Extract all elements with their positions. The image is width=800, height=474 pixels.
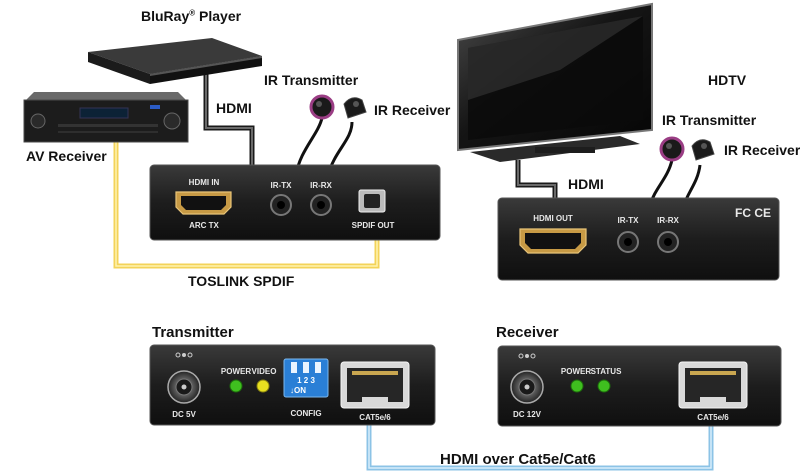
ir-rx-port-label: IR-RX: [657, 216, 679, 225]
spdif-out-port-label: SPDIF OUT: [351, 221, 395, 230]
hdtv-device: [457, 2, 653, 162]
tx-dc-label: DC 5V: [172, 410, 196, 419]
rx-power-led-label: POWER: [560, 367, 592, 376]
hdmi-in-port-label: HDMI IN: [188, 178, 220, 187]
ir-transmitter-label-right: IR Transmitter: [662, 112, 757, 128]
status-led-icon: [597, 379, 611, 393]
rx-cat-label: CAT5e/6: [697, 413, 729, 422]
bluray-player-label: BluRay® Player: [141, 8, 242, 24]
receiver-back-panel: [497, 345, 782, 427]
hdmi-label-right: HDMI: [568, 176, 604, 192]
rx-status-led-label: STATUS: [590, 367, 622, 376]
receiver-label: Receiver: [496, 324, 559, 341]
av-receiver-device: [23, 92, 189, 143]
rx-dc-label: DC 12V: [512, 410, 542, 419]
arc-tx-port-label: ARC TX: [189, 221, 219, 230]
dip-switch-on-label: ↓ON: [290, 386, 306, 395]
hdmi-port-icon: [519, 228, 587, 254]
ir-receiver-eye-right: [691, 139, 715, 161]
dc-power-jack-icon: [167, 352, 201, 404]
ir-tx-jack-icon: [617, 231, 639, 253]
transmitter-front-panel: [149, 164, 441, 241]
ir-receiver-label-left: IR Receiver: [374, 102, 451, 118]
ir-tx-jack-icon: [270, 194, 292, 216]
ir-receiver-eye-left: [343, 97, 367, 119]
arrow-down-icon: ↓: [290, 386, 294, 395]
ir-rx-jack-icon: [657, 231, 679, 253]
ir-transmitter-eye-left: [309, 94, 335, 120]
hdmi-label-left: HDMI: [216, 100, 252, 116]
config-label: CONFIG: [290, 409, 322, 418]
bluray-player-device: [88, 38, 262, 84]
transmitter-label: Transmitter: [152, 324, 234, 341]
receiver-front-panel: [497, 197, 780, 281]
certification-marks: FC CE: [735, 206, 771, 220]
tx-video-led-label: VIDEO: [251, 367, 277, 376]
hdmi-port-icon: [175, 191, 232, 215]
rj45-port-icon: [340, 361, 410, 409]
ir-transmitter-label-left: IR Transmitter: [264, 72, 359, 88]
hdmi-cable-tv: [515, 160, 558, 200]
tx-power-led-label: POWER: [220, 367, 252, 376]
hdtv-label: HDTV: [708, 72, 747, 88]
ir-transmitter-eye-right: [659, 136, 685, 162]
power-led-icon: [229, 379, 243, 393]
dc-power-jack-icon: [510, 353, 544, 404]
optical-port-icon: [358, 189, 386, 213]
ir-receiver-label-right: IR Receiver: [724, 142, 800, 158]
rj45-port-icon: [678, 361, 748, 409]
ir-rx-port-label: IR-RX: [310, 181, 332, 190]
dip-switch-numbers: 1 2 3: [297, 376, 315, 385]
ir-tx-port-label: IR-TX: [617, 216, 639, 225]
ir-tx-port-label: IR-TX: [270, 181, 292, 190]
av-receiver-label: AV Receiver: [26, 148, 107, 164]
tx-cat-label: CAT5e/6: [359, 413, 391, 422]
hdmi-out-port-label: HDMI OUT: [533, 214, 573, 223]
video-led-icon: [256, 379, 270, 393]
toslink-label: TOSLINK SPDIF: [188, 273, 295, 289]
hdmi-cable-bluray: [203, 72, 255, 172]
dip-switch-icon: [283, 358, 329, 398]
ir-rx-jack-icon: [310, 194, 332, 216]
transmitter-back-panel: [149, 344, 436, 426]
power-led-icon: [570, 379, 584, 393]
hdmi-over-cat-label: HDMI over Cat5e/Cat6: [440, 451, 596, 468]
